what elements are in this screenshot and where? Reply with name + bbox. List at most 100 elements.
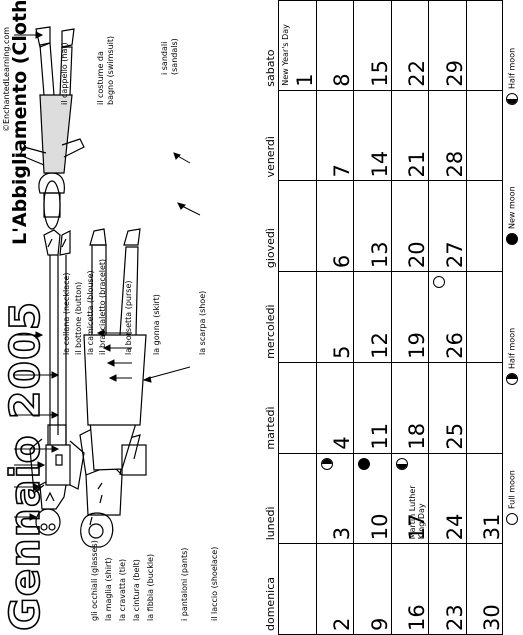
day-number: 12 xyxy=(367,332,392,359)
day-number: 28 xyxy=(442,150,467,178)
day-number: 21 xyxy=(405,150,429,178)
calendar-day-cell: 26 xyxy=(428,272,467,363)
day-number: 19 xyxy=(405,332,429,359)
calendar-day-cell xyxy=(278,272,316,363)
weekday-header: mercoledì xyxy=(264,304,277,359)
calendar-day-cell: 10 xyxy=(353,453,392,545)
calendar-day-cell xyxy=(278,362,316,454)
weekday-header: giovedì xyxy=(264,228,277,269)
half-moon-icon xyxy=(506,93,518,105)
calendar-day-cell xyxy=(278,453,316,545)
calendar-day-cell: 9 xyxy=(353,544,392,635)
calendar-day-cell: 8 xyxy=(315,0,354,91)
label-shoelace: il laccio (shoelace) xyxy=(210,546,219,621)
day-number: 29 xyxy=(442,59,467,87)
label-bracelet: il braccialetto (bracelet) xyxy=(98,258,107,355)
moon-legend: Full moon Half moon New moon Half moon xyxy=(503,0,523,635)
day-number: 22 xyxy=(405,59,429,87)
calendar-day-cell: 25 xyxy=(428,362,467,454)
label-swimsuit-2: bagno (swimsuit) xyxy=(106,35,115,105)
calendar-day-cell xyxy=(278,90,316,182)
man-figure xyxy=(29,229,85,536)
calendar-day-cell xyxy=(278,181,316,273)
label-buckle: la fibbia (buckle) xyxy=(146,553,155,621)
woman-figure xyxy=(79,228,147,548)
label-button: il bottone (button) xyxy=(74,281,83,355)
calendar-day-cell: 4 xyxy=(315,362,354,454)
label-pants: i pantaloni (pants) xyxy=(180,547,189,621)
weekday-header: venerdì xyxy=(264,136,277,178)
calendar-day-cell: 11 xyxy=(353,362,392,454)
swimsuit-figure xyxy=(19,26,85,230)
label-necklace: la collana (necklace) xyxy=(62,272,71,355)
legend-full-moon: Full moon xyxy=(506,470,519,525)
day-number: 23 xyxy=(442,604,467,631)
day-number: 26 xyxy=(442,332,467,359)
weekday-header: lunedì xyxy=(264,506,277,541)
day-number: 3 xyxy=(330,526,354,541)
calendar-day-cell: 6 xyxy=(315,181,354,273)
calendar-day-cell: 19 xyxy=(390,272,429,363)
day-number: 7 xyxy=(330,164,354,178)
day-number: 2 xyxy=(330,617,354,631)
calendar-day-cell: 12 xyxy=(353,272,392,363)
holiday-label: New Year's Day xyxy=(281,24,290,86)
weekday-header: martedì xyxy=(264,406,277,450)
label-shoe: la scarpa (shoe) xyxy=(198,290,207,355)
calendar-day-cell: 14 xyxy=(353,90,392,182)
weekday-header: sabato xyxy=(264,49,277,87)
day-number: 14 xyxy=(367,150,392,178)
calendar-day-cell xyxy=(278,544,316,635)
label-glasses: gli occhiali (glasses) xyxy=(90,540,99,621)
calendar-grid: domenica lunedì martedì mercoledì giovedì ven… xyxy=(262,0,517,635)
label-tie: la cravatta (tie) xyxy=(118,558,127,621)
label-swimsuit-1: il costume da xyxy=(96,51,105,105)
label-sandals-1: i sandali xyxy=(160,41,169,75)
label-purse: la borsetta (purse) xyxy=(124,280,133,355)
day-number: 5 xyxy=(330,345,354,359)
day-number: 27 xyxy=(442,241,467,269)
half-moon-icon xyxy=(395,457,408,470)
day-number: 18 xyxy=(405,422,429,450)
calendar-day-cell: 22 xyxy=(390,0,429,91)
day-number: 8 xyxy=(330,73,354,87)
new-moon-icon xyxy=(506,233,518,245)
half-moon-icon xyxy=(320,457,333,470)
half-moon-icon xyxy=(506,373,518,385)
day-number: 24 xyxy=(442,513,467,541)
calendar-day-cell: 13 xyxy=(353,181,392,273)
label-sandals-2: (sandals) xyxy=(170,38,179,75)
calendar-day-cell: 5 xyxy=(315,272,354,363)
label-belt: la cintura (belt) xyxy=(132,559,141,621)
full-moon-icon xyxy=(433,276,445,289)
calendar-day-cell: 18 xyxy=(390,362,429,454)
day-number: 11 xyxy=(367,422,392,450)
weekday-header: domenica xyxy=(264,576,277,631)
calendar-day-cell xyxy=(465,0,503,91)
day-number: 10 xyxy=(367,513,392,541)
calendar-day-cell: 24 xyxy=(428,453,467,545)
legend-last-quarter: Half moon xyxy=(506,328,519,385)
calendar-day-cell: 15 xyxy=(353,0,392,91)
calendar-day-cell: 28 xyxy=(428,90,467,182)
day-number: 16 xyxy=(405,604,429,631)
clothing-illustration xyxy=(14,26,201,548)
calendar-day-cell: 23 xyxy=(428,544,467,635)
legend-first-quarter: Half moon xyxy=(506,48,519,105)
new-moon-icon xyxy=(358,457,370,470)
label-hat: il cappello (hat) xyxy=(60,42,69,105)
calendar-day-cell: 29 xyxy=(428,0,467,91)
full-moon-icon xyxy=(506,513,518,525)
day-number: 9 xyxy=(367,617,392,631)
day-number: 6 xyxy=(330,254,354,269)
calendar-day-cell: 27 xyxy=(428,181,467,273)
label-skirt: la gonna (skirt) xyxy=(152,294,161,355)
label-blouse: la camicetta (blouse) xyxy=(86,270,95,355)
day-number: 30 xyxy=(480,604,504,631)
day-number: 20 xyxy=(405,241,429,269)
day-number: 15 xyxy=(367,59,392,87)
